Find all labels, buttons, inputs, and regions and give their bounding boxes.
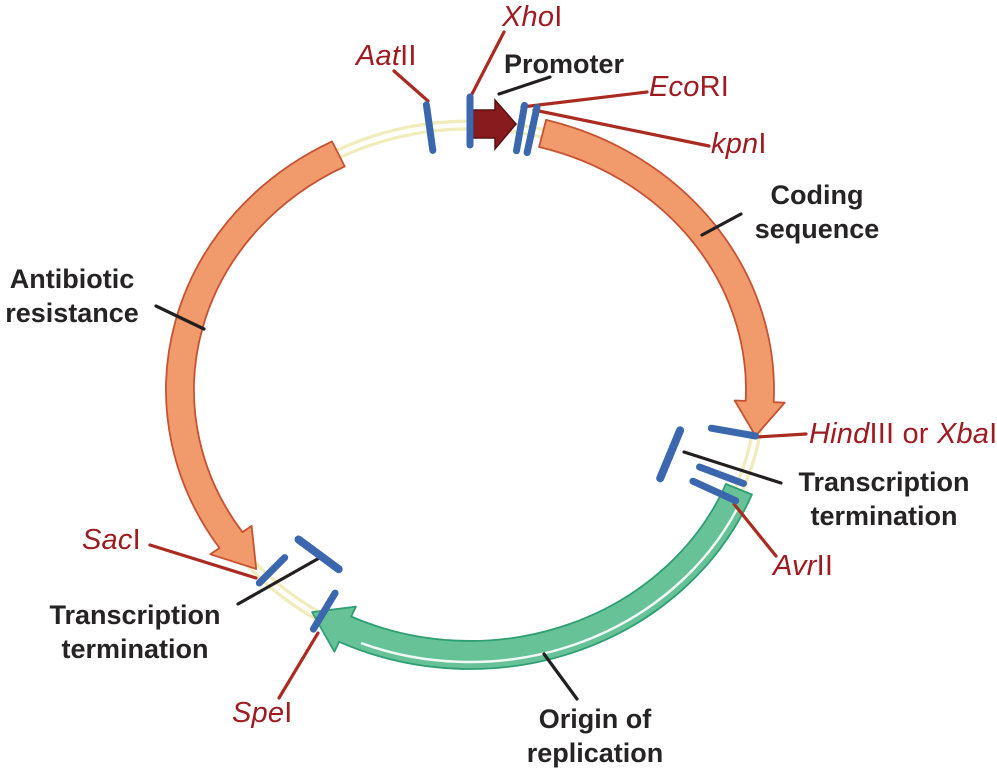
- tick-SacI: [255, 554, 289, 587]
- label-text-part: Hind: [809, 418, 870, 450]
- label-aatii-site: AatII: [356, 40, 417, 73]
- label-text-line: Transcription: [798, 467, 970, 497]
- leader-line-promoter: [497, 75, 552, 96]
- terminator-cap-right: [656, 426, 685, 483]
- label-text-part: Xba: [936, 418, 990, 450]
- leader-line-avrii: [732, 502, 778, 558]
- label-transcription-termination-right: Transcription termination: [798, 465, 969, 533]
- antibiotic-resistance-arc: [165, 140, 346, 570]
- label-spei-site: SpeI: [232, 697, 292, 730]
- leader-line-xhoi: [469, 30, 506, 98]
- leader-line-saci: [148, 543, 258, 580]
- label-avrii-site: AvrII: [773, 550, 833, 583]
- promoter-arrow: [472, 98, 517, 152]
- label-coding-sequence: Coding sequence: [755, 178, 880, 246]
- tick-AatII: [422, 101, 437, 154]
- label-saci-site: SacI: [82, 524, 141, 557]
- label-origin-of-replication: Origin of replication: [527, 702, 664, 770]
- label-text-part: III or: [869, 418, 937, 450]
- leader-line-coding-sequence: [700, 212, 743, 237]
- leader-line-transcription-termination-left: [236, 555, 323, 606]
- terminator-cap-left: [294, 535, 343, 574]
- leader-line-kpni: [532, 108, 711, 148]
- label-text-part: II: [400, 40, 417, 72]
- origin-of-replication-arc: [311, 483, 753, 670]
- label-antibiotic-resistance: Antibiotic resistance: [5, 262, 139, 330]
- label-hindiii-or-xbai-site: HindIII or XbaI: [809, 418, 997, 451]
- label-text-line: termination: [810, 501, 958, 531]
- coding-sequence-arc: [538, 119, 786, 437]
- label-text-part: I: [758, 128, 767, 160]
- leader-line-transcription-termination-right: [682, 450, 783, 485]
- terminator-symbols: [294, 426, 685, 574]
- label-text-part: I: [284, 697, 293, 729]
- label-text-line: replication: [526, 738, 664, 768]
- label-text-line: sequence: [754, 214, 880, 244]
- label-text-line: resistance: [5, 298, 139, 328]
- tick-kpnI: [523, 104, 541, 157]
- label-transcription-termination-left: Transcription termination: [49, 598, 220, 666]
- label-text-part: RI: [699, 71, 729, 103]
- label-text-line: Promoter: [504, 49, 625, 79]
- label-xhoi-site: XhoI: [502, 1, 562, 34]
- tick-SpeI: [309, 589, 339, 633]
- leader-line-ecori: [520, 90, 649, 109]
- label-text-part: Sac: [82, 524, 133, 556]
- label-text-part: Eco: [649, 71, 700, 103]
- label-text-part: Spe: [232, 697, 285, 729]
- label-text-part: I: [132, 524, 141, 556]
- tick-AvrII-b: [689, 477, 740, 505]
- label-text-part: Aat: [356, 40, 401, 72]
- tick-AvrII-a: [696, 463, 747, 487]
- label-text-line: Coding: [770, 180, 864, 210]
- leader-line-origin-of-replication: [542, 652, 579, 701]
- tick-HindIII-XbaI: [707, 424, 760, 440]
- label-text-part: Xho: [502, 1, 555, 33]
- label-text-line: termination: [61, 634, 209, 664]
- tick-EcoRI: [513, 101, 528, 155]
- label-text-part: II: [816, 550, 834, 582]
- leader-lines: [148, 30, 808, 701]
- label-kpni-site: kpnI: [711, 128, 767, 161]
- label-text-line: Antibiotic: [9, 264, 135, 294]
- label-text-part: Avr: [773, 550, 817, 582]
- label-text-part: kpn: [711, 128, 759, 160]
- leader-line-antibiotic-resistance: [154, 304, 206, 331]
- leader-line-spei: [277, 631, 320, 700]
- label-ecori-site: EcoRI: [649, 71, 729, 104]
- label-text-part: I: [554, 1, 563, 33]
- label-text-part: I: [989, 418, 997, 450]
- leader-line-aatii: [392, 69, 430, 103]
- leader-line-hindiii-xbai: [755, 432, 808, 439]
- label-promoter: Promoter: [504, 47, 624, 81]
- restriction-site-ticks: [255, 93, 760, 633]
- label-text-line: Origin of: [538, 704, 652, 734]
- label-text-line: Transcription: [49, 600, 221, 630]
